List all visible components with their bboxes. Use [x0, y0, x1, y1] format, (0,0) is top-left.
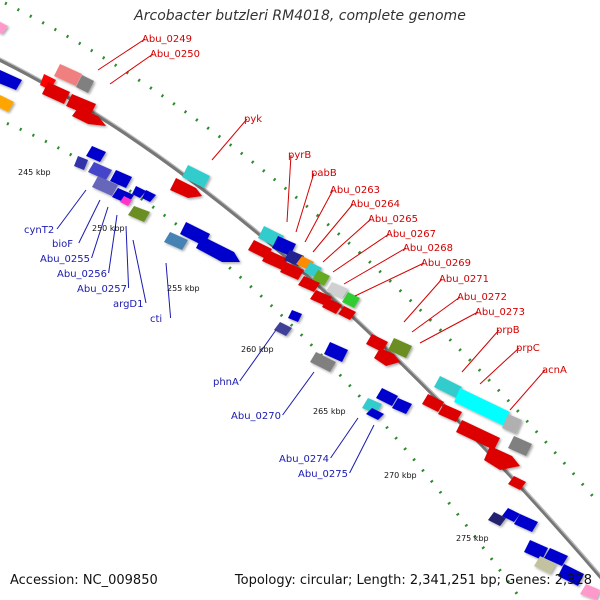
- leader-line: [56, 189, 87, 230]
- leader-line: [411, 296, 461, 333]
- gene-label-reverse: Abu_0270: [231, 411, 281, 422]
- leader-line: [330, 417, 359, 459]
- gene-label-forward: pyrB: [288, 150, 311, 161]
- gene-label-forward: Abu_0264: [350, 199, 400, 210]
- kbp-tick-label: 270 kbp: [384, 471, 417, 480]
- gene-label-reverse: cti: [150, 314, 162, 325]
- leader-line: [125, 225, 130, 289]
- gene-label-reverse: Abu_0255: [40, 254, 90, 265]
- leader-line: [165, 262, 172, 319]
- leader-line: [286, 154, 292, 223]
- gene-label-forward: Abu_0269: [421, 258, 471, 269]
- leader-line: [354, 262, 425, 297]
- gene-label-forward: Abu_0265: [368, 214, 418, 225]
- leader-line: [349, 424, 375, 474]
- gene-label-forward: Abu_0271: [439, 274, 489, 285]
- gene-label-reverse: argD1: [113, 299, 143, 310]
- gene-label-reverse: Abu_0274: [279, 454, 329, 465]
- gene-label-reverse: phnA: [213, 377, 239, 388]
- leader-line: [91, 206, 109, 259]
- gene-label-forward: pyk: [244, 114, 262, 125]
- gene-label-reverse: Abu_0275: [298, 469, 348, 480]
- leader-line: [211, 118, 248, 161]
- kbp-tick-label: 245 kbp: [18, 168, 51, 177]
- leader-line: [295, 172, 315, 233]
- leader-line: [108, 214, 118, 274]
- leader-line: [322, 218, 372, 263]
- leader-line: [312, 203, 354, 253]
- gene-label-reverse: cynT2: [24, 225, 54, 236]
- leader-line: [343, 247, 407, 285]
- leader-line: [403, 278, 443, 323]
- leader-line: [419, 311, 479, 344]
- leader-line: [282, 371, 315, 416]
- leader-line: [509, 369, 546, 411]
- kbp-tick-label: 265 kbp: [313, 407, 346, 416]
- gene-label-forward: Abu_0267: [386, 229, 436, 240]
- gene-label-forward: Abu_0268: [403, 243, 453, 254]
- leader-line: [461, 329, 500, 373]
- gene-label-reverse: Abu_0256: [57, 269, 107, 280]
- leader-line: [332, 233, 390, 273]
- leader-line: [97, 38, 146, 71]
- kbp-tick-label: 260 kbp: [241, 345, 274, 354]
- kbp-tick-label: 250 kbp: [92, 224, 125, 233]
- gene-label-forward: Abu_0273: [475, 307, 525, 318]
- leader-line: [78, 199, 101, 244]
- gene-label-forward: prpC: [516, 343, 540, 354]
- map-title: Arcobacter butzleri RM4018, complete gen…: [134, 8, 466, 24]
- gene-label-forward: prpB: [496, 325, 520, 336]
- gene-label-forward: Abu_0249: [142, 34, 192, 45]
- kbp-tick-label: 275 kbp: [456, 534, 489, 543]
- leader-line: [304, 189, 334, 243]
- leader-line: [239, 329, 277, 382]
- leader-line: [479, 347, 520, 385]
- leader-line: [109, 53, 154, 85]
- gene-label-forward: pabB: [311, 168, 337, 179]
- gene-label-forward: Abu_0250: [150, 49, 200, 60]
- gene-label-forward: acnA: [542, 365, 567, 376]
- genome-summary-label: Topology: circular; Length: 2,341,251 bp…: [234, 573, 592, 588]
- gene-label-forward: Abu_0272: [457, 292, 507, 303]
- gene-label-reverse: Abu_0257: [77, 284, 127, 295]
- gene-label-forward: Abu_0263: [330, 185, 380, 196]
- accession-label: Accession: NC_009850: [10, 573, 158, 588]
- gene-features: [0, 22, 600, 600]
- gene-label-reverse: bioF: [52, 239, 73, 250]
- leader-line: [132, 239, 147, 304]
- kbp-tick-label: 255 kbp: [167, 284, 200, 293]
